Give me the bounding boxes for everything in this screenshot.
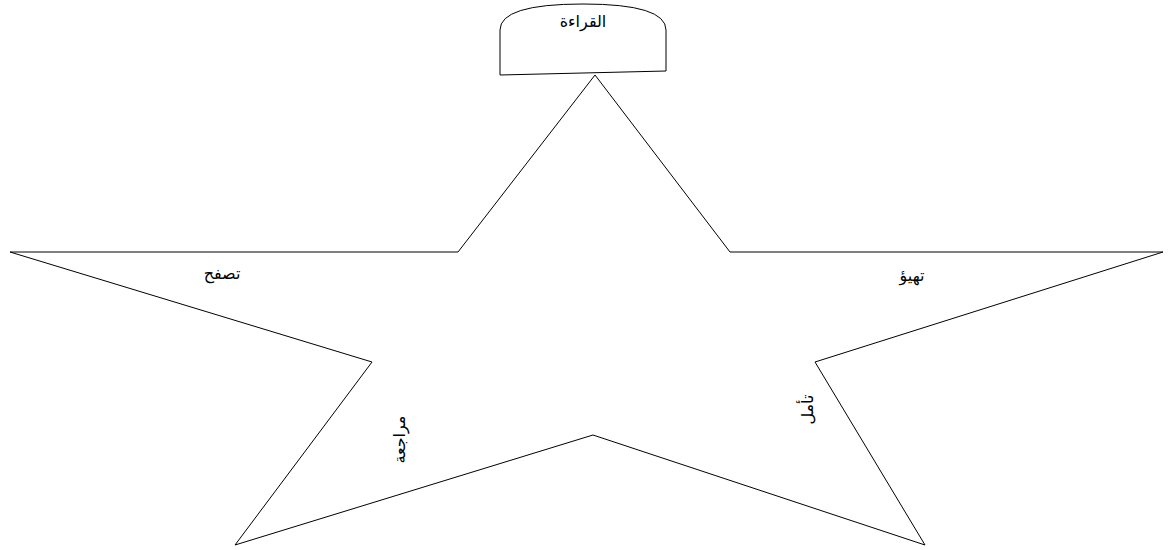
node-label: تهيؤ bbox=[900, 266, 925, 285]
node-label: تصفح bbox=[204, 264, 241, 283]
node-label: تأمل bbox=[798, 395, 817, 425]
hat-shape: القراءة bbox=[500, 4, 666, 76]
outline-path bbox=[500, 4, 666, 75]
node-label: مراجعة bbox=[390, 416, 409, 464]
node-label: القراءة bbox=[560, 12, 607, 31]
outline-path bbox=[10, 75, 1163, 545]
